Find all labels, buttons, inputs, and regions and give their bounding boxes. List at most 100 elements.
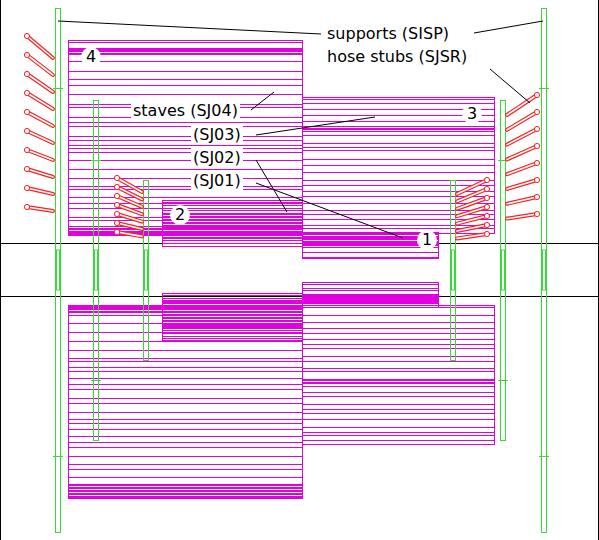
stave-line bbox=[162, 302, 302, 303]
frame-line bbox=[598, 0, 599, 540]
stub-end bbox=[484, 186, 489, 191]
part-label: (SJ01) bbox=[191, 171, 243, 190]
stave-line bbox=[68, 469, 302, 470]
stave-line bbox=[302, 180, 494, 181]
stave-line bbox=[162, 237, 302, 238]
stave-outline bbox=[163, 294, 303, 341]
stub-rod bbox=[27, 188, 53, 194]
stub-end bbox=[484, 222, 489, 227]
stub-end bbox=[114, 229, 119, 234]
stub-rod bbox=[507, 163, 537, 174]
stave-line bbox=[162, 311, 302, 312]
stave-line bbox=[68, 152, 302, 153]
stave-line bbox=[302, 382, 494, 383]
stave-line bbox=[162, 323, 302, 324]
stave-line bbox=[68, 423, 302, 424]
part-label: supports (SISP) bbox=[325, 24, 451, 43]
stave-line bbox=[302, 290, 438, 291]
leader-line bbox=[474, 21, 543, 33]
hose-stub bbox=[457, 231, 490, 238]
stave-line bbox=[68, 487, 302, 488]
stave-line bbox=[162, 317, 302, 318]
stub-rod bbox=[27, 131, 53, 143]
stave-line bbox=[68, 494, 302, 495]
stave-line bbox=[162, 300, 302, 301]
stave-line bbox=[162, 325, 302, 326]
support-mark bbox=[498, 380, 508, 381]
stave-line bbox=[68, 42, 302, 43]
stave-line bbox=[68, 484, 302, 485]
support-notch bbox=[95, 250, 98, 290]
stave-line bbox=[162, 338, 302, 339]
hose-stub bbox=[507, 177, 540, 189]
stub-rod bbox=[457, 207, 487, 216]
stave-line bbox=[302, 247, 438, 248]
stub-rod bbox=[507, 129, 537, 145]
part-label: (SJ03) bbox=[191, 125, 243, 144]
stub-end bbox=[484, 204, 489, 209]
stub-bore bbox=[27, 169, 53, 177]
stave-line bbox=[302, 427, 494, 428]
stave-line bbox=[162, 229, 302, 230]
support-mark bbox=[91, 160, 101, 161]
staves bbox=[68, 41, 495, 499]
stave-line bbox=[302, 404, 494, 405]
stub-end bbox=[534, 92, 539, 97]
stave-line bbox=[68, 71, 302, 72]
stave-line bbox=[162, 320, 302, 321]
callout-number: 2 bbox=[170, 205, 190, 225]
stub-rod bbox=[27, 55, 53, 75]
support bbox=[94, 101, 99, 441]
hose-stub bbox=[507, 143, 540, 159]
stave-line bbox=[68, 226, 302, 227]
stave-line bbox=[68, 477, 302, 478]
stave-line bbox=[162, 315, 302, 316]
hose-stub bbox=[507, 126, 540, 144]
stave-line bbox=[162, 225, 302, 226]
stave-line bbox=[162, 231, 302, 232]
stave-line bbox=[162, 336, 302, 337]
stave-line bbox=[68, 309, 302, 310]
support-mark bbox=[53, 88, 63, 89]
stave-line bbox=[68, 234, 302, 235]
stub-bore bbox=[507, 197, 537, 204]
stave-line bbox=[68, 169, 302, 170]
stave-line bbox=[68, 54, 302, 55]
stub-rod bbox=[117, 232, 142, 236]
support-mark bbox=[91, 380, 101, 381]
stub-end bbox=[114, 175, 119, 180]
stave-line bbox=[162, 232, 302, 233]
stub-rod bbox=[27, 36, 53, 58]
stave-line bbox=[162, 229, 302, 230]
stave-line bbox=[68, 122, 302, 123]
stave-line bbox=[302, 386, 494, 387]
stub-rod bbox=[27, 169, 53, 177]
hose-stub bbox=[24, 147, 53, 160]
stave-line bbox=[302, 348, 494, 349]
stave-line bbox=[68, 49, 302, 50]
stave-line bbox=[68, 485, 302, 486]
stave-line bbox=[68, 189, 302, 190]
stub-rod bbox=[117, 205, 142, 214]
stave-line bbox=[68, 493, 302, 494]
stave-line bbox=[68, 491, 302, 492]
support bbox=[542, 9, 547, 533]
support bbox=[451, 181, 456, 361]
hose-stub bbox=[457, 195, 490, 208]
stave-line bbox=[162, 295, 302, 296]
callout-number: 1 bbox=[417, 230, 437, 250]
stub-rod bbox=[507, 112, 537, 130]
stave-line bbox=[68, 233, 302, 234]
stave-line bbox=[302, 126, 494, 127]
stub-bore bbox=[507, 163, 537, 174]
stave-line bbox=[162, 307, 302, 308]
stave-line bbox=[68, 308, 302, 309]
stave-line bbox=[302, 300, 438, 301]
callout-number: 3 bbox=[462, 104, 482, 124]
stave-line bbox=[68, 323, 302, 324]
stub-rod bbox=[507, 146, 537, 159]
leader-lines bbox=[58, 21, 543, 238]
stave-line bbox=[302, 284, 438, 285]
hose-stub bbox=[457, 186, 490, 201]
hose-stub bbox=[24, 109, 53, 126]
